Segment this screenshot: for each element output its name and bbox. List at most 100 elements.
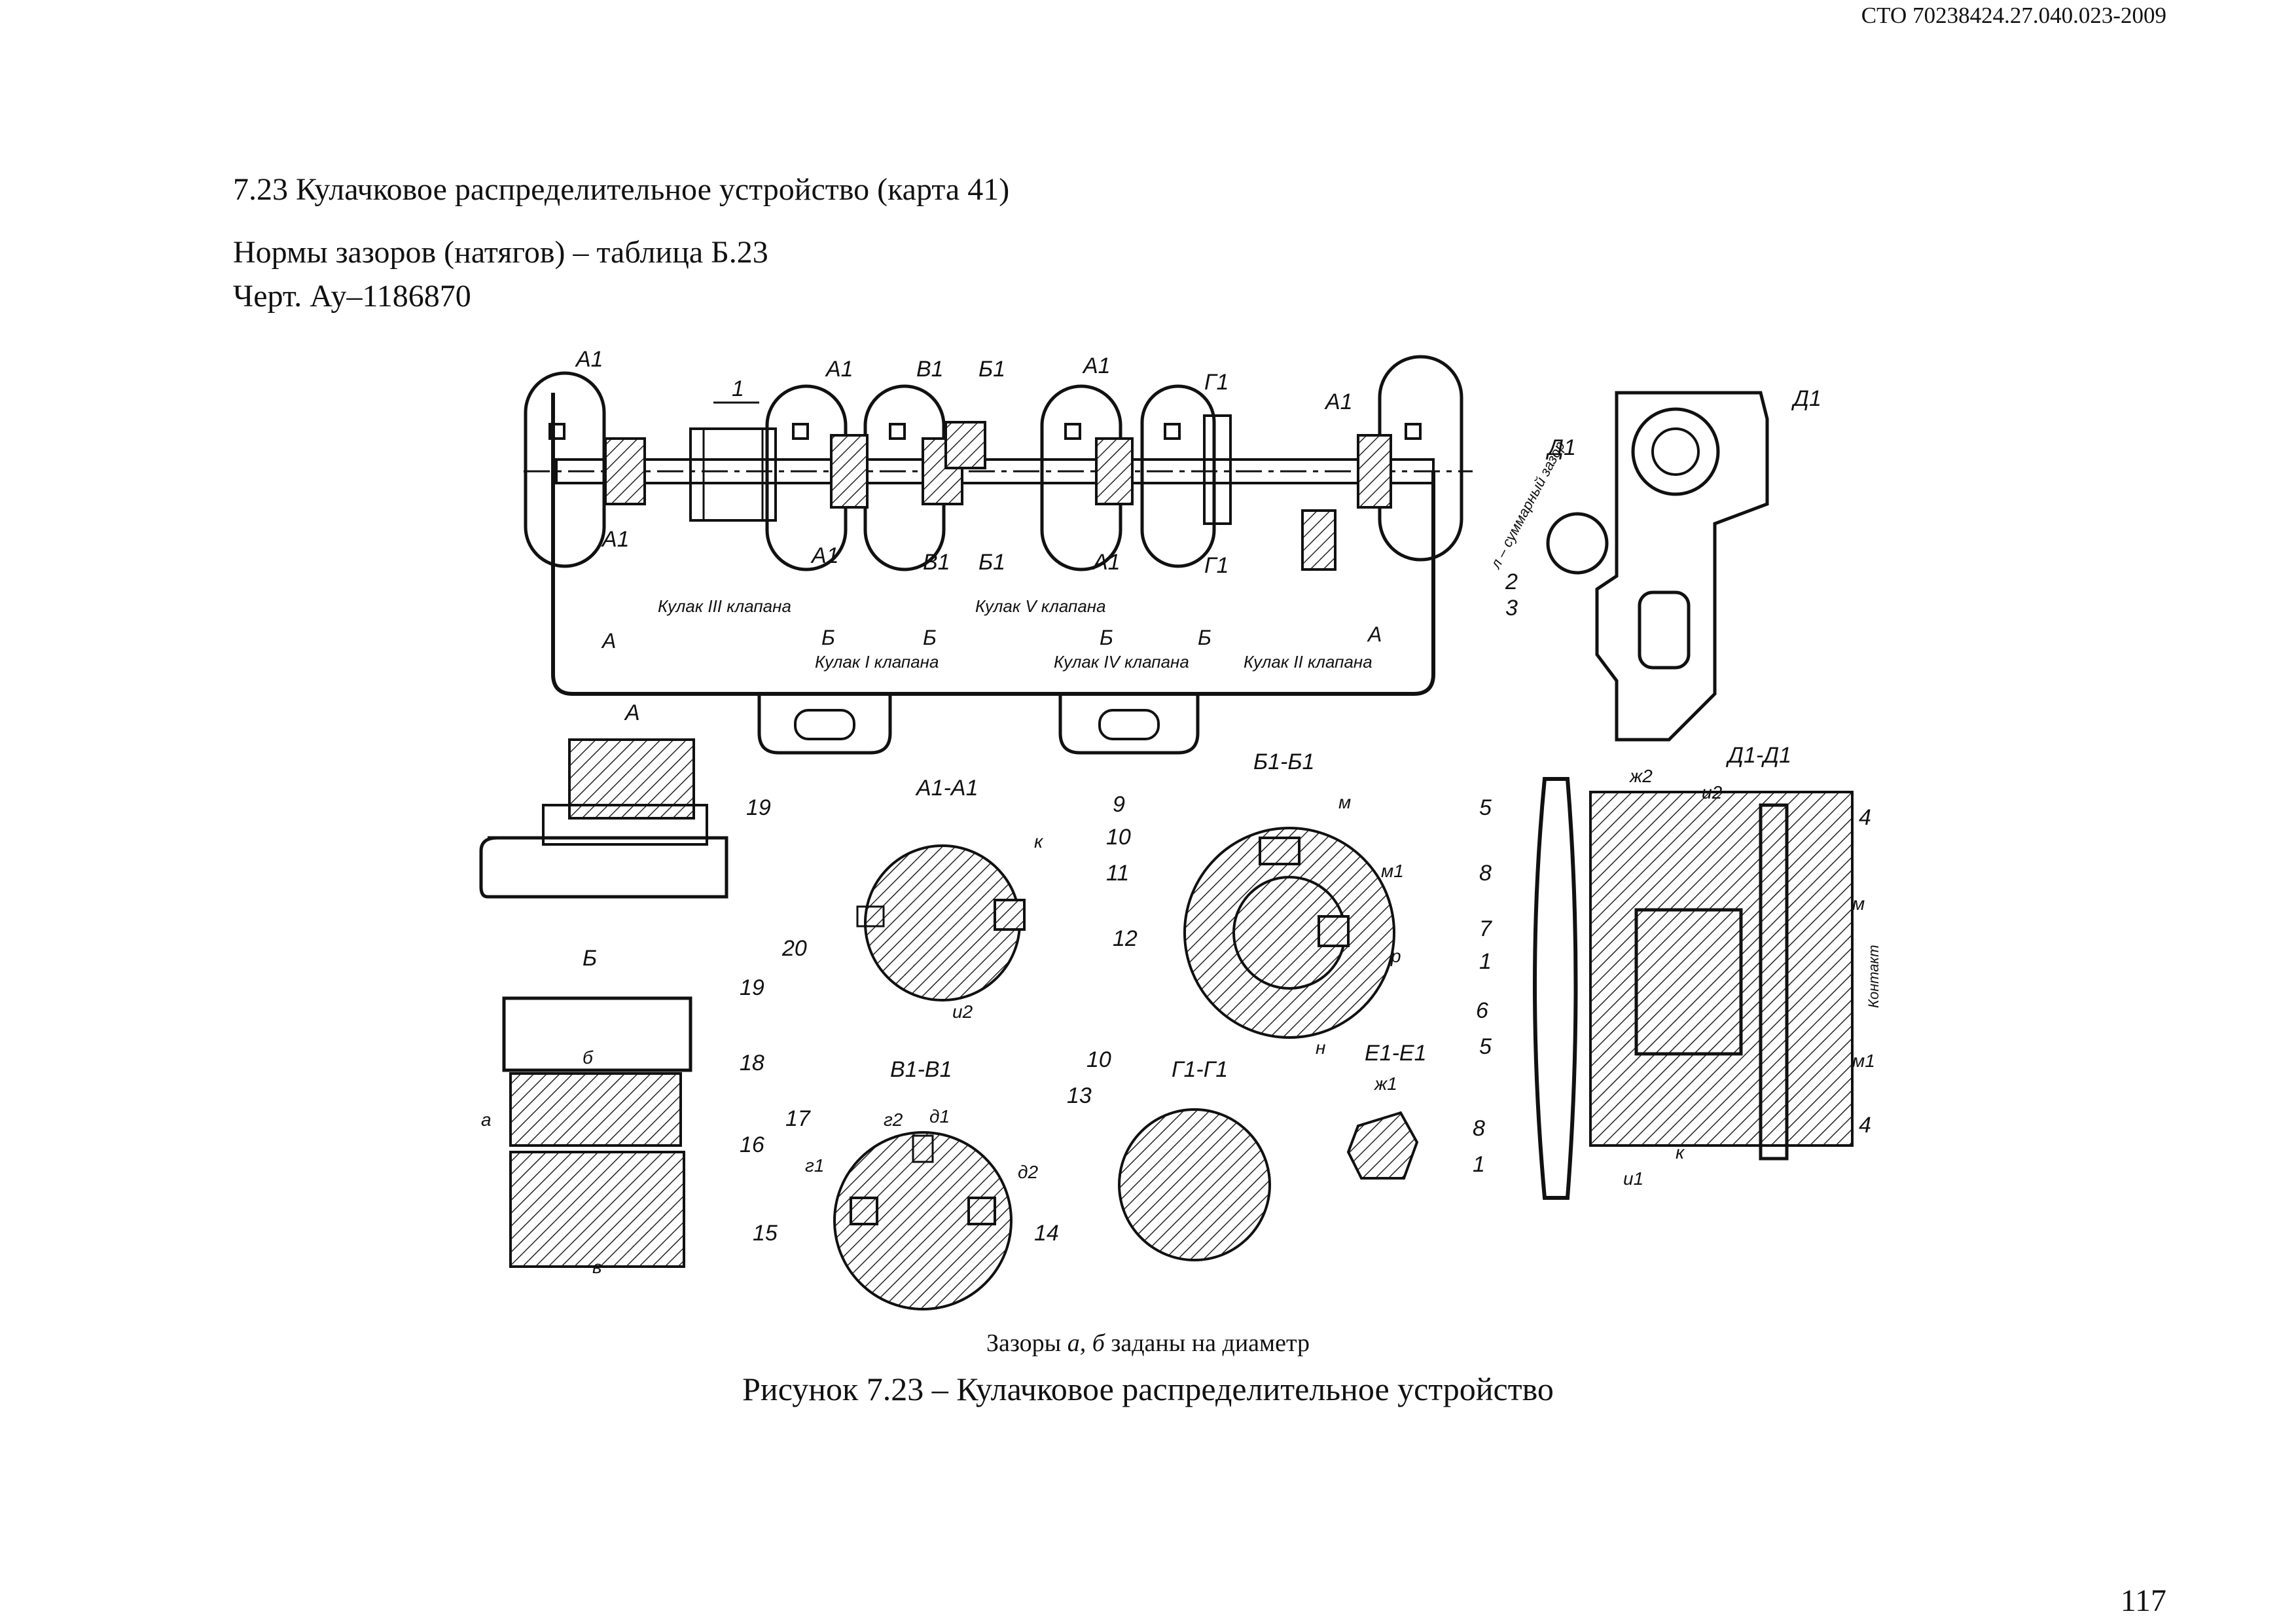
part-number: 15	[753, 1221, 778, 1246]
dimension-label: р	[1390, 946, 1401, 966]
dimension-label: м	[1338, 792, 1351, 812]
part-number: 5	[1479, 1034, 1492, 1059]
view-title: В1-В1	[890, 1057, 952, 1082]
part-number: 3	[1505, 596, 1518, 621]
part-number: 5	[1479, 795, 1492, 820]
part-number: 20	[781, 936, 807, 961]
dimension-label: и2	[952, 1001, 973, 1022]
part-number: 12	[1113, 926, 1138, 951]
cut-label: А1	[1082, 353, 1111, 378]
view-title: А1-А1	[915, 776, 978, 801]
document-code: СТО 70238424.27.040.023-2009	[1861, 3, 2166, 28]
part-number: 19	[746, 795, 771, 820]
dimension-label: и1	[1623, 1168, 1643, 1189]
view-title: Б	[583, 946, 597, 971]
section-g1g1: Г1-Г1 10	[1086, 1047, 1271, 1261]
drawing-reference: Черт. Ау–1186870	[233, 279, 471, 314]
part-number: 9	[1113, 792, 1125, 817]
cut-label: А1	[575, 347, 603, 372]
cam-label: Кулак I клапана	[815, 652, 939, 672]
cut-label: А1	[1324, 389, 1353, 414]
section-d1d1: Д1-Д1 5 8 7 1 5 4 4 ж2 и1 и2 к м м1 Конт…	[1479, 743, 1882, 1200]
dimension-label: м	[1852, 893, 1865, 914]
part-number: 7	[1479, 916, 1492, 941]
dimension-label: ж2	[1628, 766, 1653, 786]
part-number: 8	[1479, 861, 1492, 886]
part-number: 17	[785, 1106, 811, 1131]
view-marker: А	[601, 629, 616, 653]
cut-label: Д1	[1545, 435, 1576, 460]
view-marker: Б	[821, 626, 835, 649]
section-e1e1: Е1-Е1 ж1 8 1	[1346, 1041, 1485, 1180]
dimension-label: г2	[884, 1110, 903, 1130]
part-number: 1	[1473, 1152, 1485, 1177]
cut-label: Б1	[978, 550, 1005, 575]
main-view-callouts: 1 А А Б Б Б Б Кулак III клапана Кулак V …	[601, 376, 1382, 672]
cam-label: Кулак III клапана	[658, 596, 791, 616]
cut-label: Г1	[1204, 553, 1229, 578]
total-gap-label: л – суммарный зазор	[1486, 439, 1568, 572]
part-number: 1	[1479, 949, 1492, 974]
cut-label: В1	[916, 357, 944, 382]
detail-view-a: А 19	[479, 700, 771, 899]
view-title: А	[624, 700, 640, 725]
dimension-label: б	[583, 1047, 594, 1068]
part-number: 4	[1859, 1113, 1871, 1138]
page-number: 117	[2120, 1583, 2166, 1618]
cut-labels: А1 А1 А1 А1 В1 В1 Б1 Б1 А1 А1 Г1 Г1 А1 Д…	[575, 347, 1821, 578]
view-title: Д1-Д1	[1725, 743, 1791, 768]
part-number: 6	[1476, 998, 1488, 1023]
part-number: 14	[1034, 1221, 1059, 1246]
main-assembly-view	[524, 355, 1473, 755]
cut-label: А1	[601, 527, 630, 552]
section-a1a1: А1-А1 20 12 к и2	[781, 776, 1138, 1022]
dimension-label: а	[481, 1110, 492, 1130]
detail-view-b: Б 19 18 16 а б в	[481, 946, 764, 1277]
dimension-label: д1	[929, 1106, 950, 1127]
section-title: 7.23 Кулачковое распределительное устрой…	[233, 172, 1010, 207]
cut-label: А1	[1092, 550, 1121, 575]
part-number: 2	[1505, 569, 1518, 594]
view-marker: Б	[1198, 626, 1211, 649]
dimension-label: к	[1676, 1142, 1685, 1163]
dimension-label: в	[592, 1257, 602, 1277]
dimension-label: и2	[1702, 782, 1723, 803]
cam-label: Кулак II клапана	[1244, 652, 1372, 672]
dimension-label: ж1	[1373, 1074, 1397, 1094]
cut-label: Д1	[1791, 386, 1821, 411]
part-number: 1	[732, 376, 744, 401]
part-number: 19	[740, 975, 764, 1000]
section-v1v1: В1-В1 13 17 15 14 г1 г2 д1 д2	[753, 1057, 1092, 1310]
part-number: 10	[1086, 1047, 1111, 1072]
contact-label: Контакт	[1865, 945, 1882, 1008]
side-view: 2 3 л – суммарный зазор	[1486, 391, 1769, 742]
cam-label: Кулак IV клапана	[1054, 652, 1189, 672]
view-marker: Б	[1100, 626, 1113, 649]
section-b1b1: Б1-Б1 9 10 11 6 м м1 н р	[1106, 749, 1488, 1058]
view-marker: Б	[923, 626, 937, 649]
figure-caption: Рисунок 7.23 – Кулачковое распределитель…	[742, 1371, 1554, 1407]
norms-reference: Нормы зазоров (натягов) – таблица Б.23	[233, 235, 768, 270]
view-title: Г1-Г1	[1172, 1057, 1228, 1082]
dimension-label: г1	[805, 1155, 824, 1176]
cut-label: Б1	[978, 357, 1005, 382]
part-number: 4	[1859, 805, 1871, 830]
part-number: 18	[740, 1051, 764, 1075]
view-title: Е1-Е1	[1365, 1041, 1427, 1066]
dimension-label: м1	[1852, 1051, 1875, 1071]
gaps-note: Зазоры а, б заданы на диаметр	[986, 1329, 1310, 1357]
cut-label: А1	[825, 357, 853, 382]
dimension-label: н	[1316, 1038, 1325, 1058]
part-number: 10	[1106, 825, 1131, 850]
view-title: Б1-Б1	[1253, 749, 1314, 774]
view-marker: А	[1367, 623, 1382, 646]
cam-label: Кулак V клапана	[975, 596, 1106, 616]
part-number: 11	[1106, 861, 1129, 886]
dimension-label: к	[1034, 831, 1044, 852]
cut-label: Г1	[1204, 370, 1229, 395]
part-number: 8	[1473, 1116, 1485, 1141]
cut-label: А1	[810, 543, 839, 568]
part-number: 13	[1067, 1083, 1092, 1108]
part-number: 16	[740, 1132, 764, 1157]
